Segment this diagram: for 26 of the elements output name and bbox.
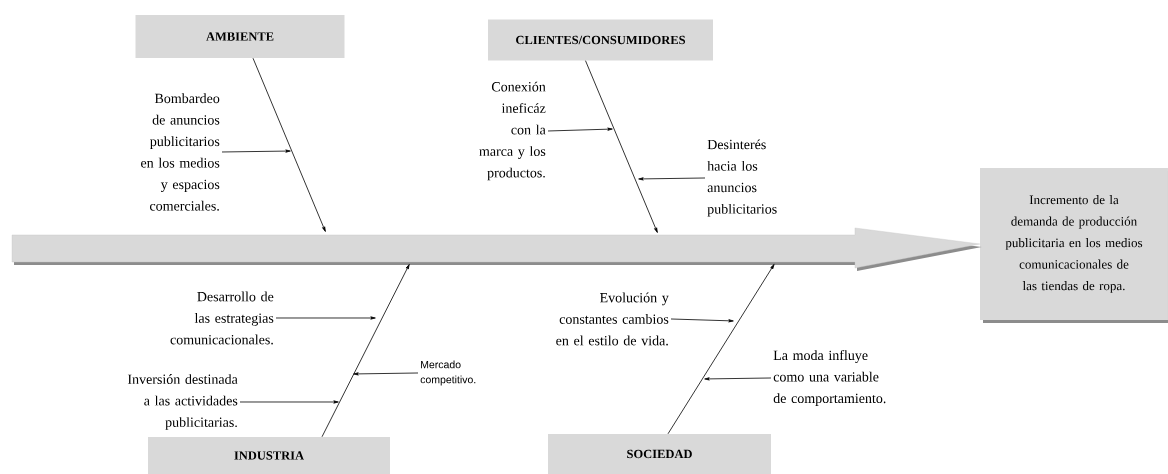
bone-arrow [252, 57, 326, 232]
cause-arrow [638, 177, 706, 181]
cause-arrow [239, 400, 339, 404]
effect-box: Incremento de la demanda de producción publicitaria en los medios comunicacionales de las tiendas de ropa. [980, 168, 1168, 323]
cause-text: Desinterés hacia los anuncios publicitarios [707, 139, 777, 217]
cause-arrow [670, 318, 734, 323]
cause-arrow [221, 149, 291, 153]
spine-arrow [11, 227, 982, 271]
cause-arrow [275, 316, 376, 320]
bone-arrow [321, 264, 410, 438]
cause-text: Bombardeo de anuncios publicitarios en los medios y espacios comerciales. [141, 93, 220, 211]
cause-arrow [704, 377, 772, 381]
category-box: CLIENTES/CONSUMIDORES [488, 19, 713, 61]
cause-arrow [353, 372, 419, 376]
cause-arrow [547, 127, 613, 132]
cause-text: Inversión destinada a las actividades publicitarias. [127, 374, 238, 430]
category-box: AMBIENTE [135, 15, 345, 58]
bone-arrow [585, 60, 658, 233]
cause-text: La moda influye como una variable de comportamiento. [773, 350, 886, 406]
cause-text: Evolución y constantes cambios en el estilo de vida. [556, 292, 669, 346]
cause-text: Conexión ineficáz con la marca y los productos. [479, 81, 546, 181]
bone-arrow [667, 264, 775, 435]
cause-text: Desarrollo de las estrategias comunicacionales. [170, 291, 274, 345]
category-box: SOCIEDAD [548, 434, 771, 474]
cause-text: Mercado competitivo. [420, 360, 476, 386]
category-box: INDUSTRIA [148, 437, 390, 474]
